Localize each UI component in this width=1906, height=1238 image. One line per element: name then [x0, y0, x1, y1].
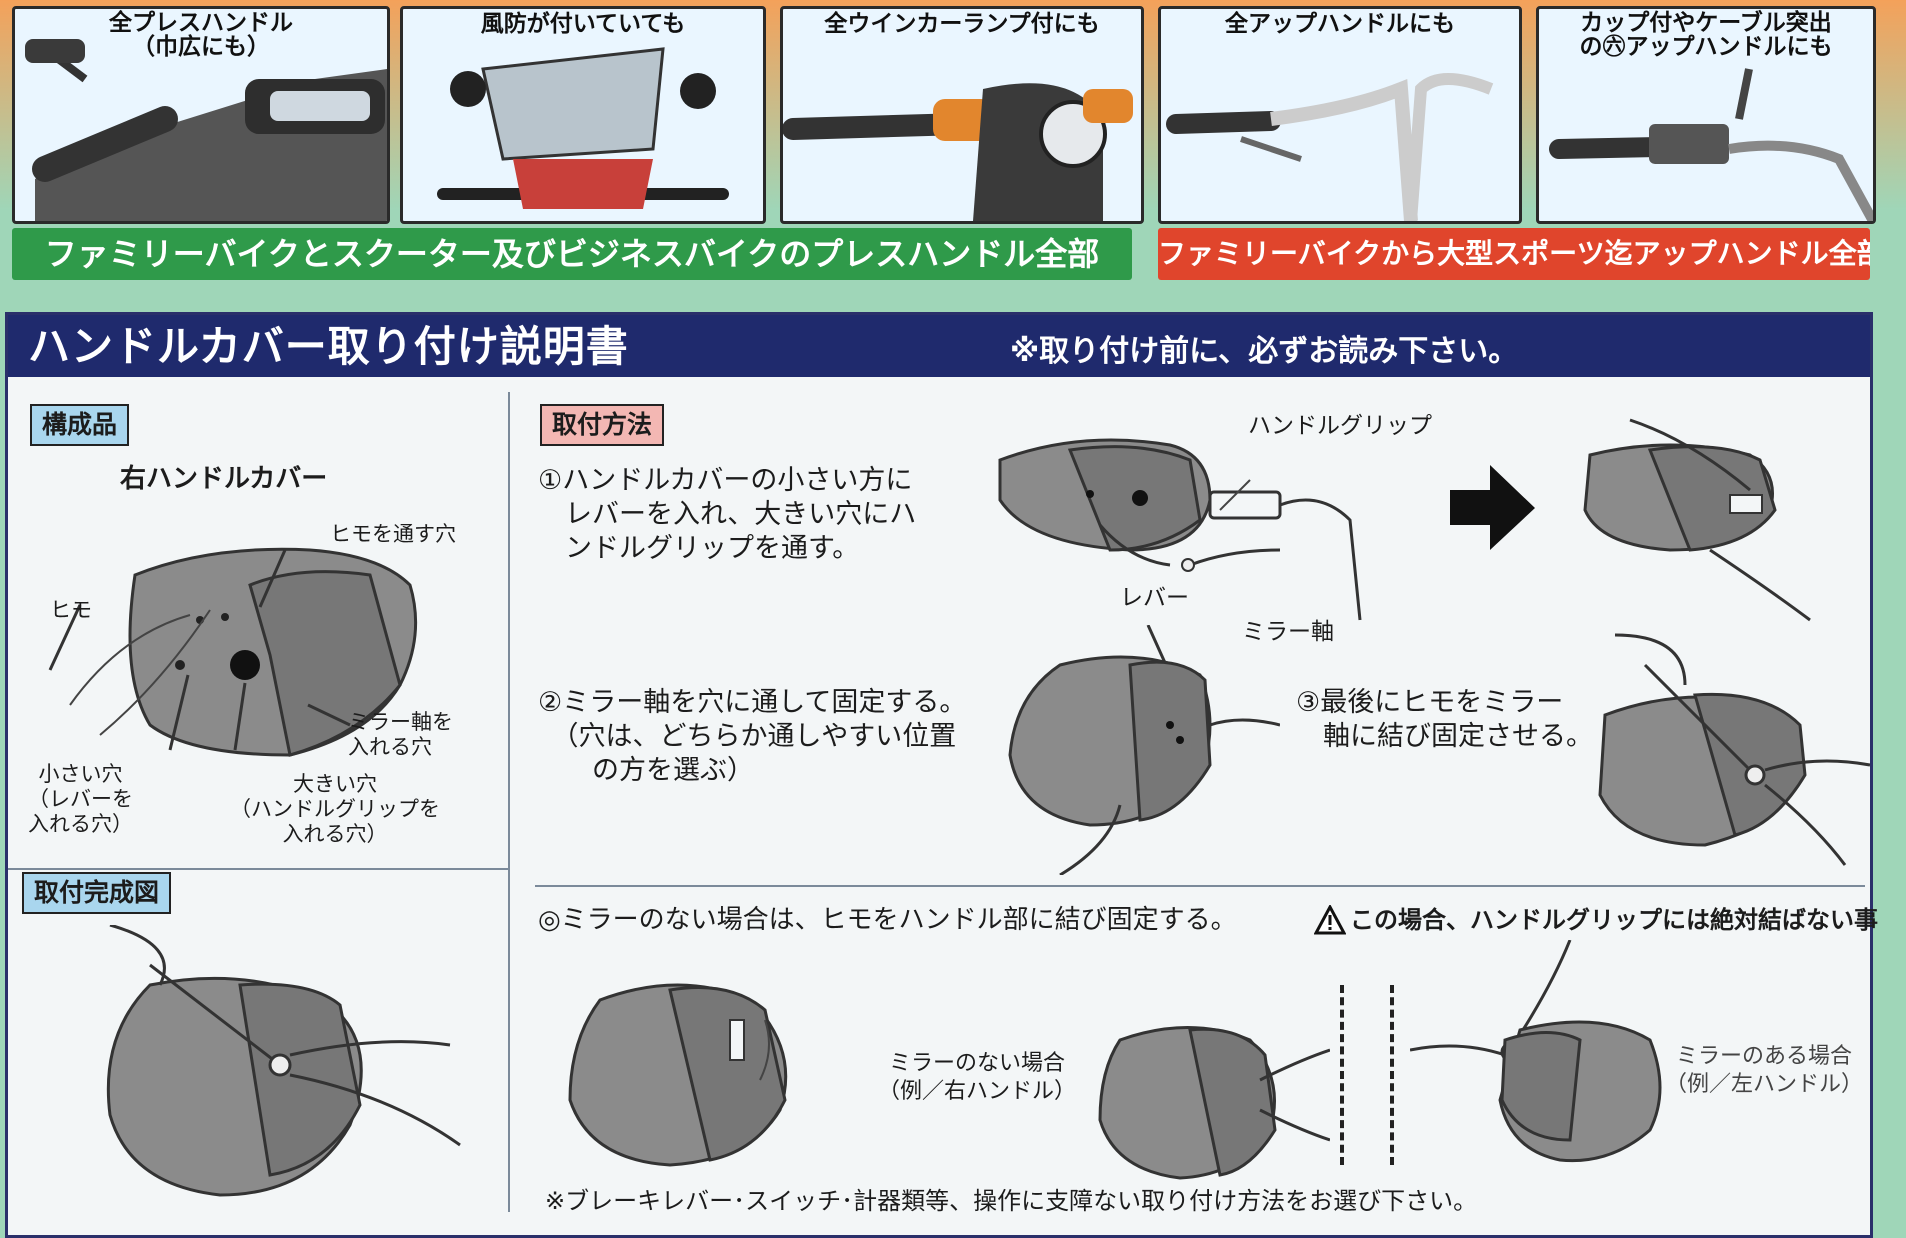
label-lever: レバー	[1120, 585, 1189, 611]
page-title: ハンドルカバー取り付け説明書	[28, 322, 629, 371]
banner-press-handle: ファミリーバイクとスクーター及びビジネスバイクのプレスハンドル全部	[12, 228, 1132, 280]
dashed-separator	[1340, 985, 1344, 1165]
panel-winker: 全ウインカーランプ付にも	[780, 6, 1144, 224]
up-handle-illustration	[1166, 73, 1494, 221]
panel-press-handle: 全プレスハンドル （巾広にも）	[12, 6, 390, 224]
panel-caption: 全プレスハンドル （巾広にも）	[109, 10, 293, 60]
press-handle-illustration	[25, 39, 387, 221]
step-2-diagram	[1008, 625, 1280, 875]
windshield-illustration	[437, 47, 729, 209]
no-mirror-cover-diagram	[568, 983, 788, 1167]
warning-icon	[1314, 905, 1346, 935]
label-mirror-hole: ミラー軸を 入れる穴	[348, 710, 453, 759]
section-divider	[8, 868, 508, 870]
with-mirror-tied-diagram	[1410, 940, 1662, 1163]
banner-up-handle: ファミリーバイクから大型スポーツ迄アップハンドル全部	[1158, 228, 1870, 280]
components-tag: 構成品	[30, 404, 130, 446]
completed-tag: 取付完成図	[22, 872, 172, 914]
no-mirror-text: ◎ミラーのない場合は、ヒモをハンドル部に結び固定する。	[538, 905, 1237, 935]
method-tag: 取付方法	[540, 404, 665, 446]
panel-caption: 全アップハンドルにも	[1225, 11, 1455, 37]
panel-windshield: 風防が付いていても	[400, 6, 766, 224]
header-note: ※取り付け前に、必ずお読み下さい。	[1010, 334, 1519, 369]
right-cover-diagram	[48, 547, 418, 757]
label-string-hole: ヒモを通す穴	[330, 522, 456, 546]
completed-diagram	[106, 925, 461, 1197]
warning-text: この場合、ハンドルグリップには絶対結ばない事	[1350, 906, 1878, 934]
step-2-text: ②ミラー軸を穴に通して固定する。 （穴は、どちらか通しやすい位置 の方を選ぶ）	[538, 687, 967, 786]
case-no-mirror-label: ミラーのない場合 （例／右ハンドル）	[878, 1051, 1077, 1104]
component-title: 右ハンドルカバー	[120, 464, 328, 494]
step-3-text: ③最後にヒモをミラー 軸に結び固定させる。	[1296, 687, 1593, 752]
column-divider	[508, 392, 510, 1212]
step-1-text: ①ハンドルカバーの小さい方に レバーを入れ、大きい穴にハ ンドルグリップを通す。	[538, 465, 917, 564]
footer-note: ※ブレーキレバー･スイッチ･計器類等、操作に支障ない取り付け方法をお選び下さい。	[545, 1187, 1478, 1215]
step-3-diagram	[1598, 633, 1871, 866]
label-string: ヒモ	[50, 598, 92, 622]
panel-caption: 風防が付いていても	[480, 11, 686, 37]
cup-handle-illustration	[1549, 68, 1873, 221]
panel-up-handle: 全アップハンドルにも	[1158, 6, 1522, 224]
panel-caption: カップ付やケーブル突出 の㊅アップハンドルにも	[1579, 10, 1833, 60]
dashed-separator	[1390, 985, 1394, 1165]
label-small-hole: 小さい穴 （レバーを 入れる穴）	[28, 762, 133, 836]
label-large-hole: 大きい穴 （ハンドルグリップを 入れる穴）	[230, 772, 440, 846]
step-1-diagram	[998, 418, 1811, 622]
winker-illustration	[783, 83, 1133, 221]
section-divider	[535, 885, 1865, 887]
header-bar	[8, 315, 1870, 377]
no-mirror-tied-diagram	[1098, 1026, 1330, 1180]
label-grip: ハンドルグリップ	[1248, 413, 1432, 439]
case-with-mirror-label: ミラーのある場合 （例／左ハンドル）	[1665, 1044, 1864, 1097]
panel-cup-handle: カップ付やケーブル突出 の㊅アップハンドルにも	[1536, 6, 1876, 224]
label-mirror-axis: ミラー軸	[1242, 619, 1334, 645]
panel-caption: 全ウインカーランプ付にも	[824, 11, 1100, 37]
